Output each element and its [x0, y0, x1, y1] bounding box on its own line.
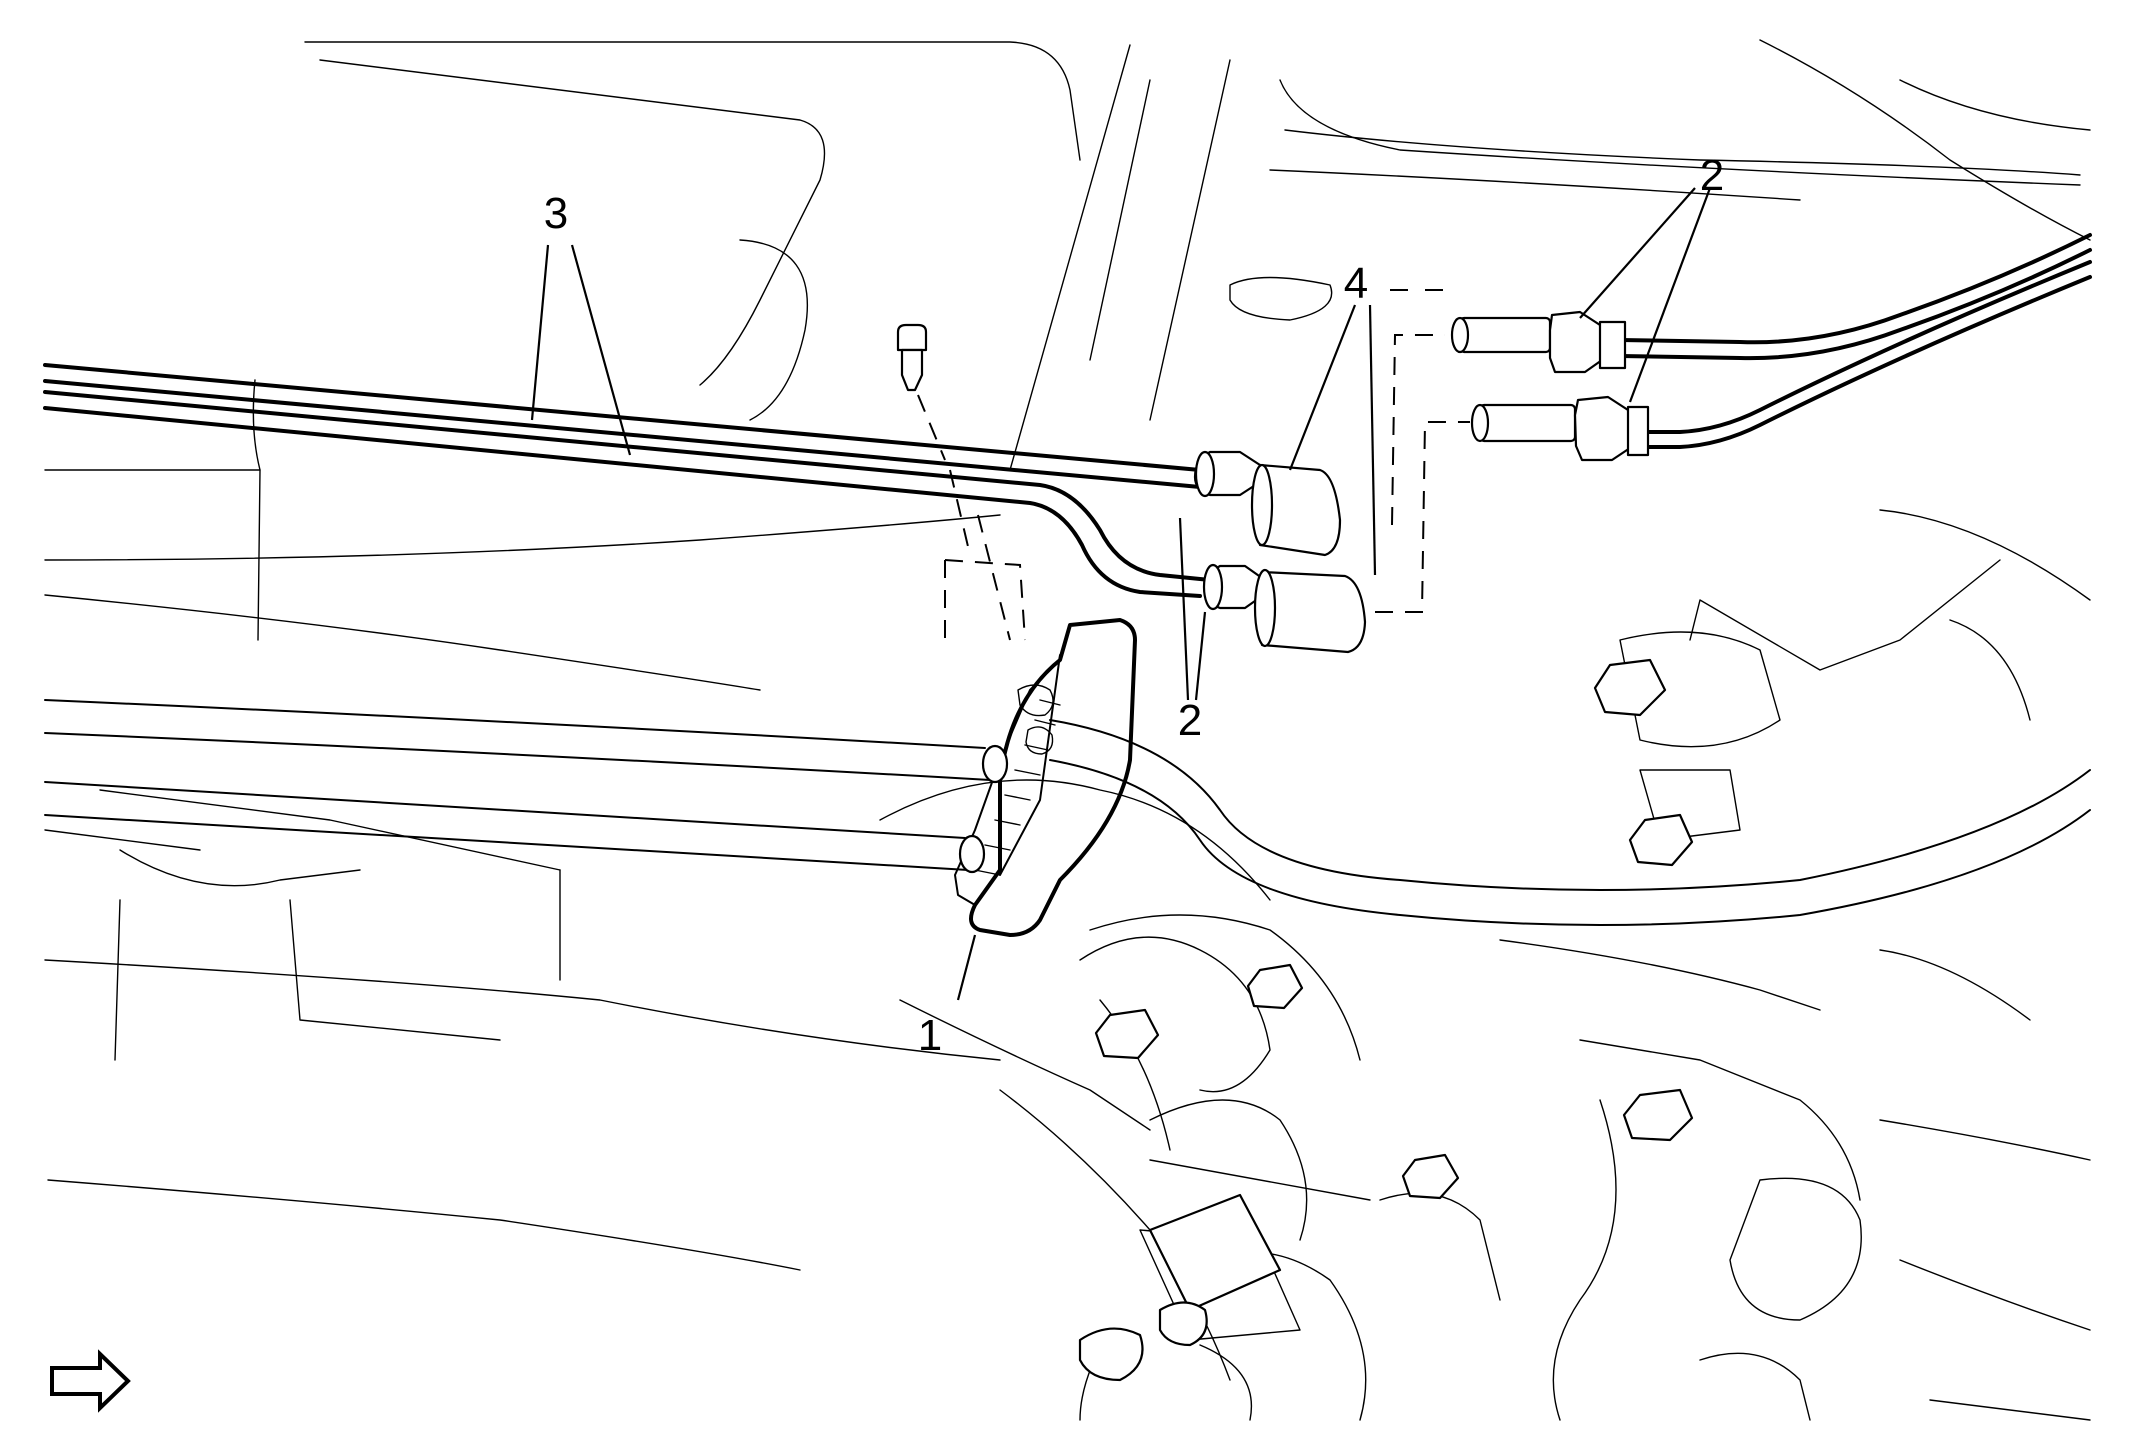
callout-1: 1 — [918, 1011, 942, 1060]
callout-4: 4 — [1344, 259, 1368, 308]
leader-lines — [530, 187, 1712, 1001]
callouts: 1 2 2 3 4 — [544, 151, 1724, 1060]
callout-3: 3 — [544, 189, 568, 238]
parallel-tubes — [44, 514, 1009, 874]
pipe-fittings-right — [1450, 310, 1650, 462]
retainer-pin — [896, 323, 946, 461]
assembly-lines — [944, 289, 1470, 641]
callout-2-top: 2 — [1700, 151, 1724, 200]
pipe-clip — [954, 618, 1137, 937]
callout-2-bottom: 2 — [1178, 696, 1202, 745]
underbody-background — [44, 39, 2091, 1421]
forward-arrow-icon — [50, 1349, 131, 1413]
pipe-fittings-left — [1193, 450, 1367, 654]
brake-pipes — [43, 233, 2092, 598]
